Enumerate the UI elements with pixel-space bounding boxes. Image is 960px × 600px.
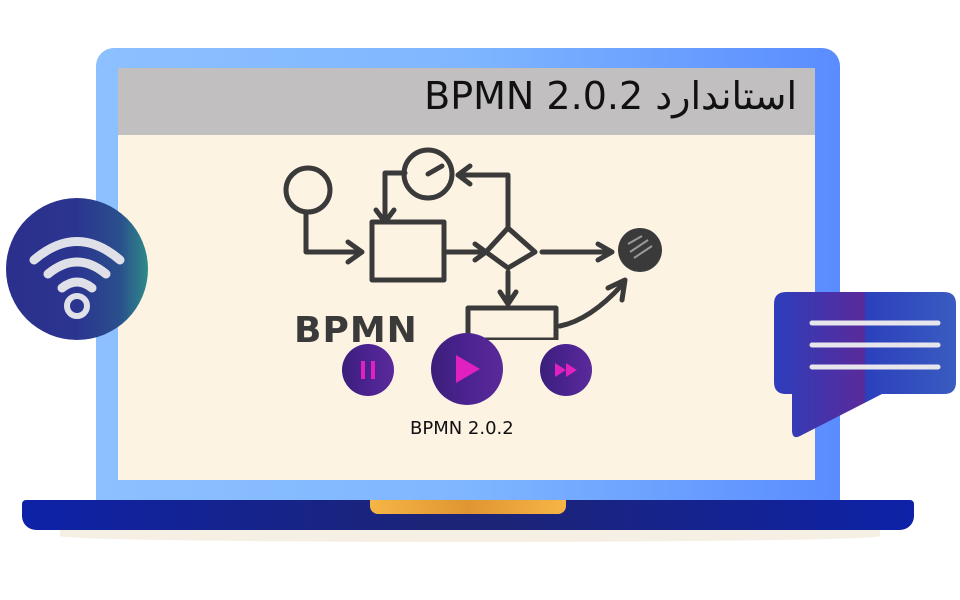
fast-forward-button[interactable] [540, 344, 592, 396]
laptop-shadow [60, 530, 880, 542]
laptop-notch [370, 500, 566, 514]
page-title: استاندارد BPMN 2.0.2 [424, 74, 797, 118]
play-icon [456, 355, 480, 383]
bpmn-diagram [283, 147, 662, 340]
fast-forward-icon [555, 363, 577, 377]
subtask-box [465, 305, 559, 340]
pause-button[interactable] [342, 344, 394, 396]
start-event-icon [283, 165, 333, 215]
bpmn-logo-text: BPMN [294, 310, 418, 351]
wifi-icon [29, 237, 125, 319]
laptop-screen: استاندارد BPMN 2.0.2 [118, 68, 815, 480]
title-bar: استاندارد BPMN 2.0.2 [118, 68, 815, 135]
end-event-icon [618, 228, 662, 272]
wifi-badge [6, 198, 148, 340]
gateway-icon [483, 225, 538, 271]
task-box [369, 219, 447, 283]
chat-bubble-icon [774, 292, 956, 438]
pause-icon [361, 361, 375, 379]
play-button[interactable] [431, 333, 503, 405]
diagram-caption: BPMN 2.0.2 [410, 418, 514, 439]
